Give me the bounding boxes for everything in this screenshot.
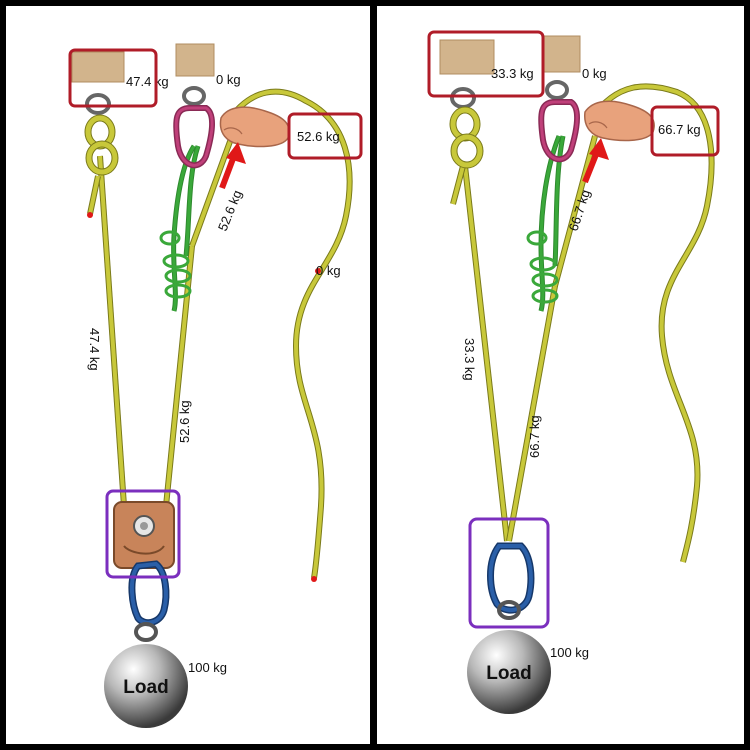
left-rope-label: 47.4 kg [87,328,102,371]
load-ball [467,630,551,714]
tail-marker [315,268,321,274]
load-ring [134,622,158,642]
anchor-ring-right [182,86,206,106]
anchor-ring-right [545,80,569,100]
load-ring [497,600,521,620]
load-ball [104,644,188,728]
highlight-anchor-left [68,48,158,108]
rope-end-marker [311,576,317,582]
anchor-ring-left [85,93,111,115]
haul-rope-tail [223,88,353,579]
right-rope-label: 52.6 kg [177,400,192,443]
right-rope-label: 66.7 kg [527,415,542,458]
figure-eight-knot [449,106,484,169]
left-rope-label: 33.3 kg [462,338,477,381]
anchor-left-label: 47.4 kg [126,74,169,89]
anchor-box-left [71,51,125,83]
panel-right: Load 33.3 kg 0 kg 66.7 kg 33.3 kg 66.7 k… [377,6,744,744]
load-mass-label: 100 kg [550,645,589,660]
highlight-carabiner [468,517,550,629]
highlight-pulley [105,489,181,579]
anchor-ring-left [450,87,476,109]
diagram-right: Load 33.3 kg 0 kg 66.7 kg 33.3 kg 66.7 k… [427,30,720,714]
load-label: Load [123,677,168,698]
anchor-box-left [439,39,495,75]
anchor-left-label: 33.3 kg [491,66,534,81]
pull-label: 66.7 kg [658,122,701,137]
anchor-box-right [541,35,581,73]
load-mass-label: 100 kg [188,660,227,675]
hand-icon [584,100,655,142]
pulley [113,501,175,569]
anchor-right-label: 0 kg [582,66,607,81]
haul-rope-label: 66.7 kg [566,188,593,233]
load-label: Load [486,663,531,684]
panel-left: Load 47.4 kg 0 kg 52.6 kg 0 kg 47.4 kg 5… [6,6,370,744]
haul-rope-label: 52.6 kg [215,188,245,233]
figure-eight-knot [84,114,119,176]
pull-arrow [219,142,246,190]
haul-rope-tail [589,83,715,563]
highlight-pull [650,105,720,157]
pull-label: 52.6 kg [297,129,340,144]
tail-label: 0 kg [316,263,341,278]
anchor-box-right [175,43,215,77]
diagram-left: Load 47.4 kg 0 kg 52.6 kg 0 kg 47.4 kg 5… [68,43,363,728]
hand-icon [219,106,290,148]
highlight-anchor-left [427,30,545,98]
anchor-right-label: 0 kg [216,72,241,87]
pull-arrow [582,138,609,184]
highlight-pull [287,112,363,160]
